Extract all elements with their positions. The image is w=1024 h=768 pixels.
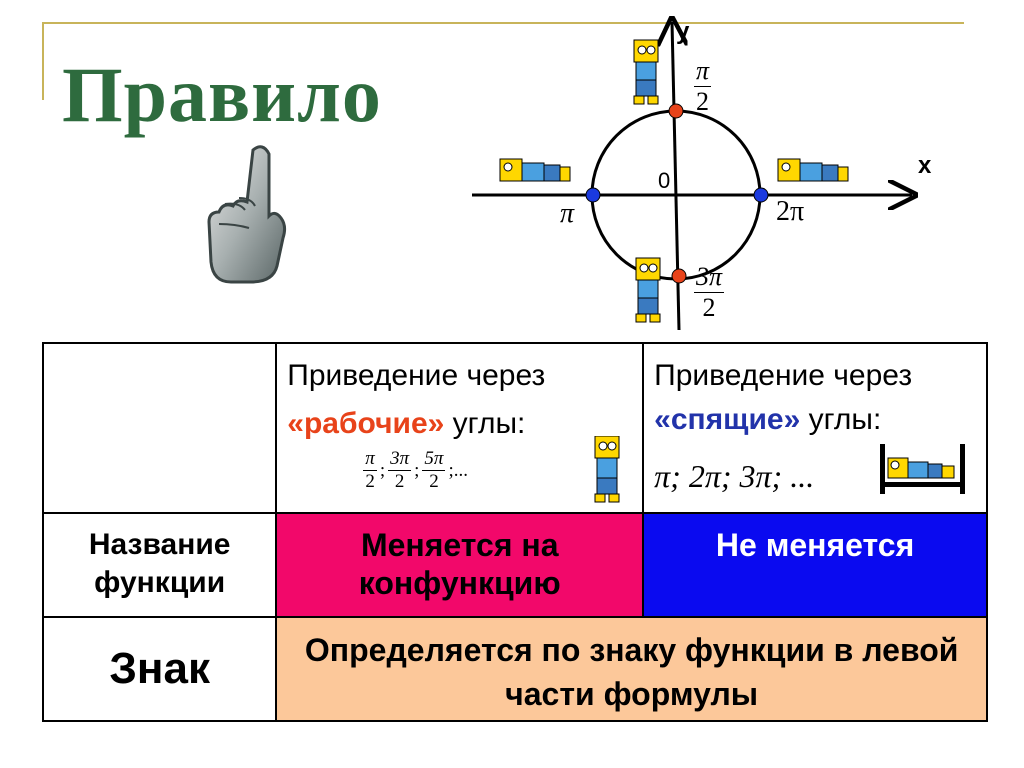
point-3pi-over-2 xyxy=(671,268,687,284)
standing-boy-icon xyxy=(635,257,661,323)
frame-left-line xyxy=(42,22,44,100)
pi-over-2-label: π 2 xyxy=(694,56,712,116)
function-name-label-cell: Название функции xyxy=(41,512,278,618)
sign-label-cell: Знак xyxy=(41,616,278,722)
no-change-cell: Не меняется xyxy=(642,512,988,618)
changes-cell: Меняется на конфункцию xyxy=(275,512,645,618)
working-header-line1: Приведение через xyxy=(287,359,546,392)
sleeping-header-line2: «спящие» углы: xyxy=(654,403,882,436)
no-change-text: Не меняется xyxy=(715,527,915,563)
pi-label: π xyxy=(560,198,575,229)
point-pi-over-2 xyxy=(668,103,684,119)
table-row: Название функции Меняется на конфункцию … xyxy=(41,512,988,618)
lying-boy-icon xyxy=(887,457,955,479)
origin-label: 0 xyxy=(658,168,671,193)
bed-icon xyxy=(880,444,966,494)
two-pi-label: 2π xyxy=(776,196,805,227)
y-axis-label: у xyxy=(676,18,690,45)
sign-label: Знак xyxy=(109,644,210,693)
sleeping-angles-list: π; 2π; 3π; ... xyxy=(654,458,815,494)
point-2pi xyxy=(753,187,769,203)
function-name-label: Название функции xyxy=(88,528,231,599)
lying-boy-icon xyxy=(777,158,849,182)
sign-rule-cell: Определяется по знаку функции в левой ча… xyxy=(275,616,988,722)
three-pi-over-2-label: 3π 2 xyxy=(694,262,725,322)
lying-boy-icon xyxy=(499,158,571,182)
pointing-finger-icon xyxy=(207,145,287,284)
frame-top-line xyxy=(42,22,964,24)
page-title: Правило xyxy=(62,51,382,138)
changes-text: Меняется на конфункцию xyxy=(358,527,561,601)
empty-corner-cell xyxy=(41,342,278,514)
unit-circle-diagram xyxy=(472,0,1024,331)
y-axis xyxy=(672,22,679,331)
point-pi xyxy=(585,187,601,203)
sleeping-header-line1: Приведение через xyxy=(654,359,913,392)
standing-boy-icon xyxy=(633,39,659,105)
sleeping-angles-header: Приведение через «спящие» углы: π; 2π; 3… xyxy=(642,342,988,514)
sign-rule-text: Определяется по знаку функции в левой ча… xyxy=(304,632,959,712)
x-axis-label: х xyxy=(918,152,932,179)
standing-boy-icon xyxy=(594,436,620,503)
table-row: Знак Определяется по знаку функции в лев… xyxy=(41,616,988,722)
working-header-line2: «рабочие» углы: xyxy=(287,407,526,440)
